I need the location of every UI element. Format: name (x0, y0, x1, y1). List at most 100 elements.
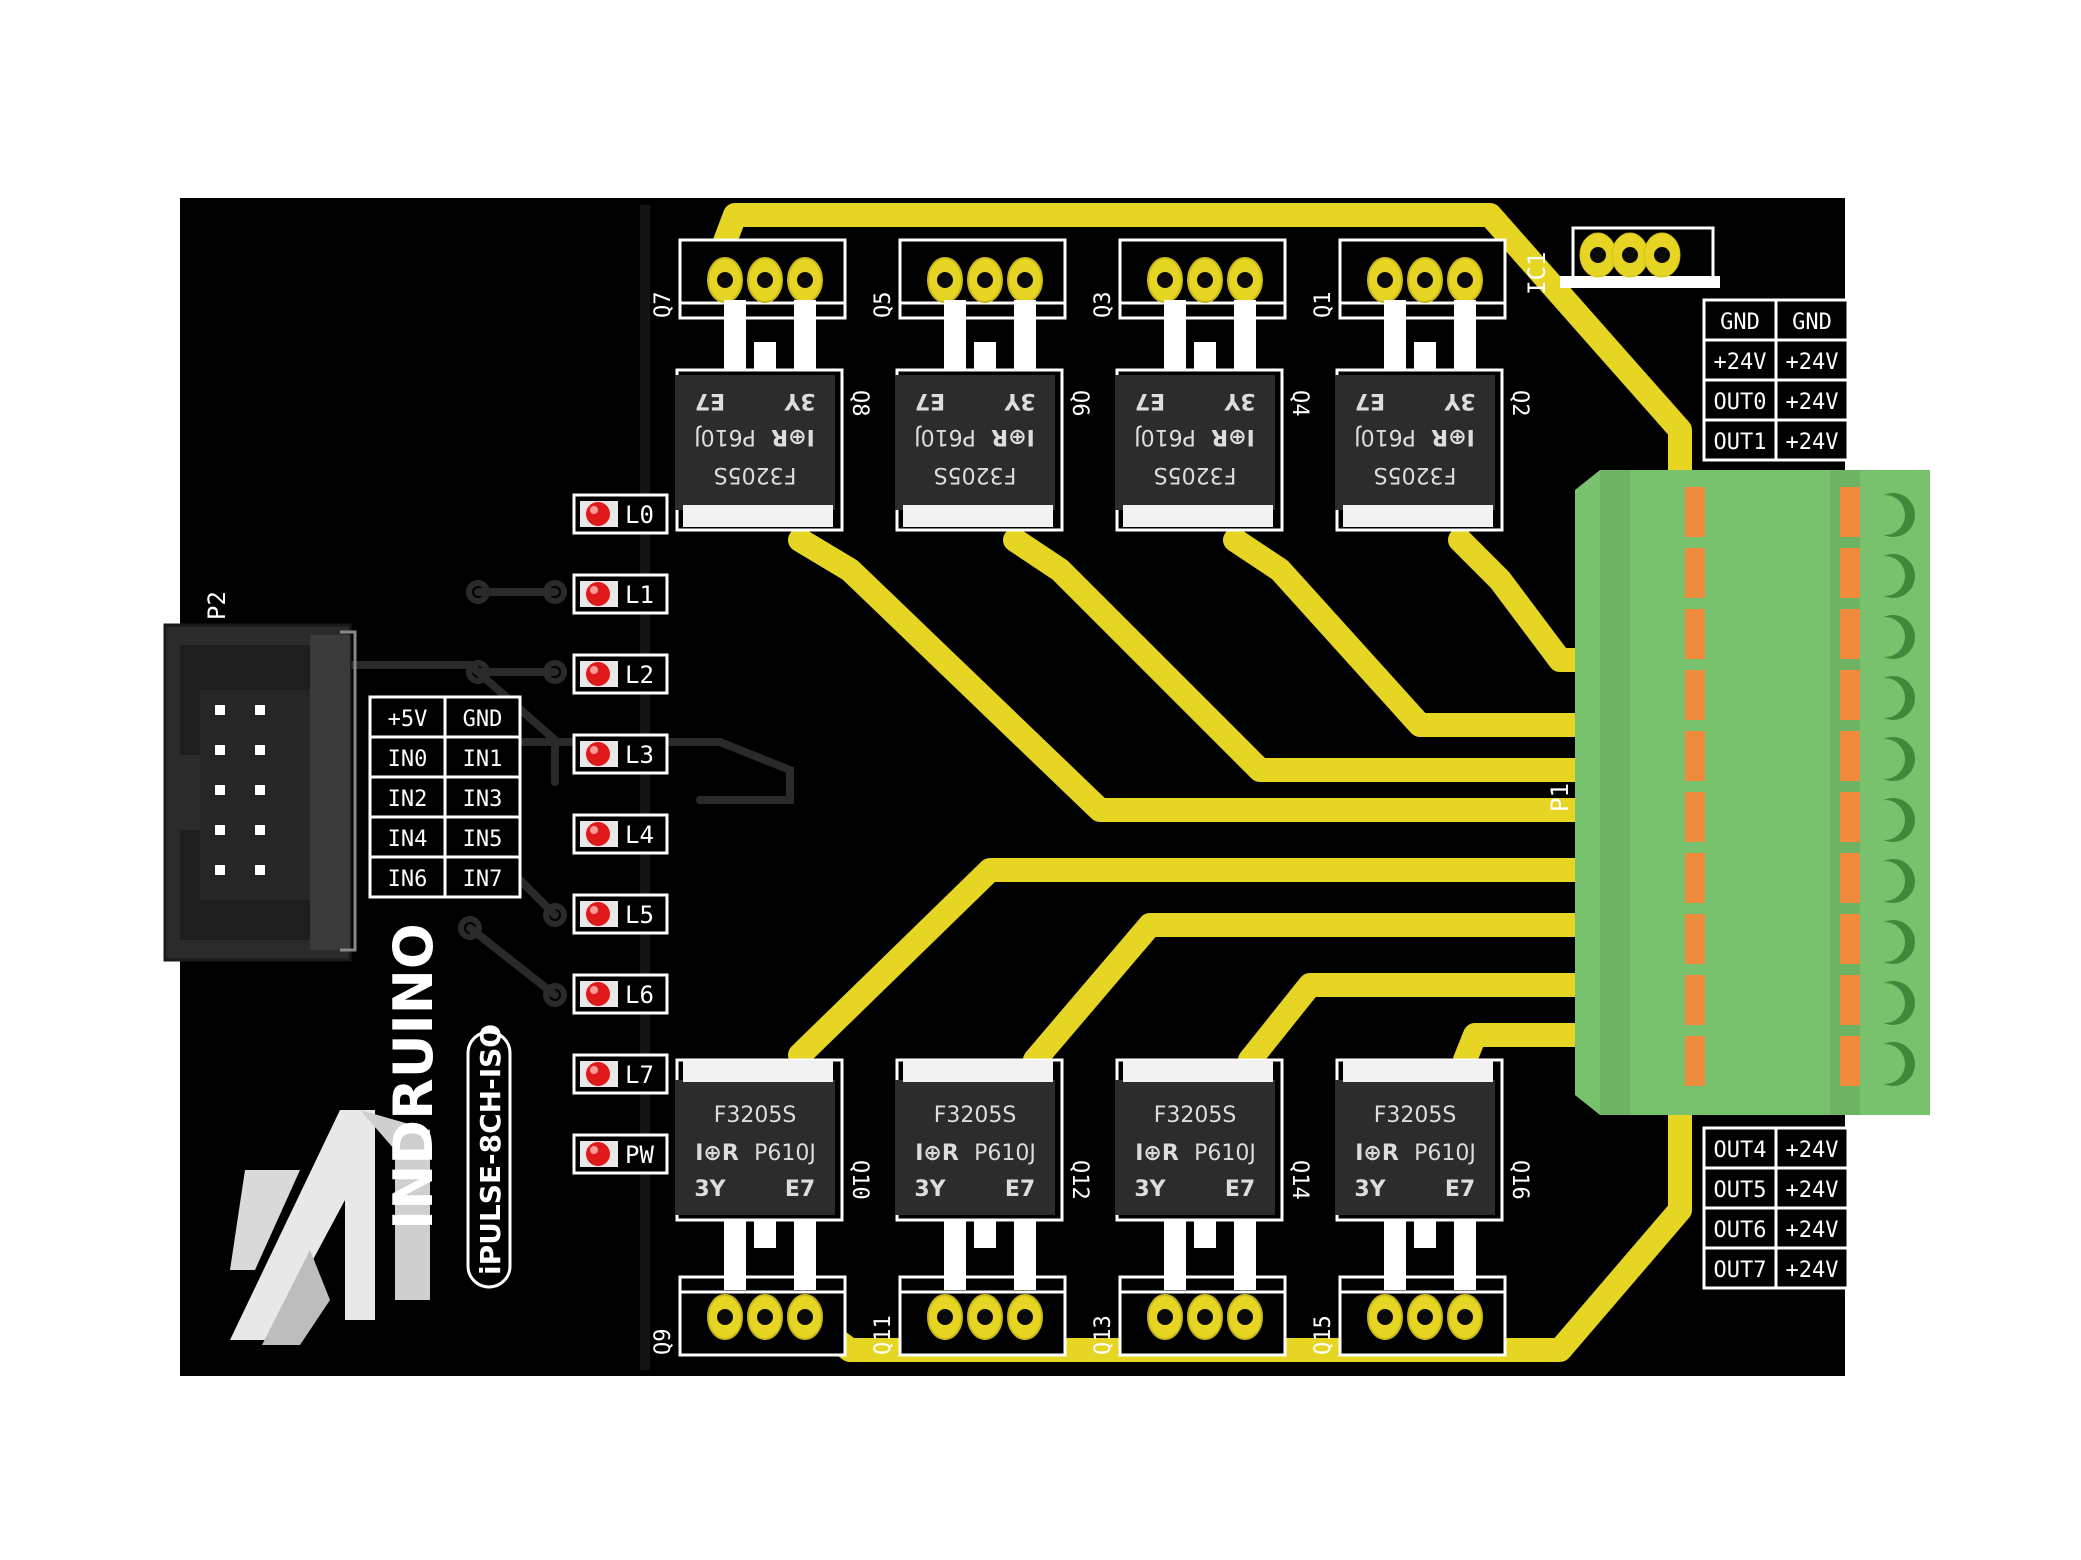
pin-label: IN2 (388, 787, 428, 812)
svg-text:E7: E7 (1445, 1177, 1475, 1202)
svg-text:F3205S: F3205S (1154, 1103, 1237, 1128)
svg-text:P610J: P610J (914, 424, 976, 449)
svg-text:P610J: P610J (1194, 1141, 1256, 1166)
pin-label: +24V (1786, 350, 1839, 375)
svg-text:P610J: P610J (1414, 1141, 1476, 1166)
led-l4: L4 (572, 813, 669, 855)
pin-label: IN5 (463, 827, 503, 852)
svg-text:3Y: 3Y (1223, 388, 1255, 413)
svg-text:I⊕R: I⊕R (915, 1141, 959, 1166)
svg-text:3Y: 3Y (783, 388, 815, 413)
svg-text:P610J: P610J (754, 1141, 816, 1166)
pin-label: IN6 (388, 867, 428, 892)
svg-text:F3205S: F3205S (714, 1103, 797, 1128)
pin-label: +5V (388, 707, 428, 732)
led-label: L2 (625, 661, 654, 689)
pin-label: OUT7 (1714, 1258, 1767, 1283)
svg-text:3Y: 3Y (1134, 1177, 1166, 1202)
led-label: L4 (625, 821, 654, 849)
led-label: L7 (625, 1061, 654, 1089)
mosfet-marking: F3205S I⊕R P610J 3Y E7 (914, 1103, 1036, 1202)
copper-traces (703, 203, 1692, 1362)
pin-label: IN7 (463, 867, 503, 892)
indruino-logo (230, 1110, 430, 1345)
svg-text:E7: E7 (785, 1177, 815, 1202)
pin-label: GND (463, 707, 503, 732)
svg-text:I⊕R: I⊕R (1431, 424, 1475, 449)
mosfet-label: Q6 (1067, 390, 1092, 417)
pin-label: IN4 (388, 827, 428, 852)
led-label: PW (625, 1141, 654, 1169)
led-pw: PW (572, 1133, 669, 1175)
transistor-label: Q5 (871, 292, 896, 319)
svg-text:I⊕R: I⊕R (695, 1141, 739, 1166)
transistor-q15: Q15 (1311, 1275, 1507, 1357)
led-l7: L7 (572, 1053, 669, 1095)
transistor-label: Q9 (651, 1329, 676, 1356)
svg-text:E7: E7 (1225, 1177, 1255, 1202)
svg-text:3Y: 3Y (1354, 1177, 1386, 1202)
svg-text:F3205S: F3205S (934, 462, 1017, 487)
pin-label: +24V (1786, 390, 1839, 415)
svg-text:E7: E7 (915, 388, 945, 413)
transistor-label: Q1 (1311, 292, 1336, 319)
pin-label: IN1 (463, 747, 503, 772)
transistor-label: Q3 (1091, 292, 1116, 319)
pin-label: OUT1 (1714, 430, 1767, 455)
svg-text:I⊕R: I⊕R (991, 424, 1035, 449)
svg-text:P610J: P610J (1134, 424, 1196, 449)
svg-text:F3205S: F3205S (714, 462, 797, 487)
pin-label: +24V (1786, 430, 1839, 455)
svg-text:F3205S: F3205S (934, 1103, 1017, 1128)
regulator-ic1: IC1 (1523, 226, 1720, 295)
brand-text: INDRUINO (382, 923, 445, 1230)
led-l5: L5 (572, 893, 669, 935)
model-badge: iPULSE-8CH-ISO (466, 1024, 512, 1289)
svg-text:F3205S: F3205S (1374, 462, 1457, 487)
vias (458, 580, 567, 1007)
pin-label: +24V (1786, 1218, 1839, 1243)
model-text: iPULSE-8CH-ISO (474, 1024, 507, 1275)
led-l2: L2 (572, 653, 669, 695)
led-label: L5 (625, 901, 654, 929)
svg-text:3Y: 3Y (914, 1177, 946, 1202)
pin-label: +24V (1786, 1138, 1839, 1163)
p2-label: P2 (203, 591, 231, 620)
transistor-q11: Q11 (871, 1275, 1067, 1357)
led-label: L3 (625, 741, 654, 769)
mosfet-label: Q4 (1287, 390, 1312, 417)
svg-text:E7: E7 (1135, 388, 1165, 413)
pin-label: IN3 (463, 787, 503, 812)
pin-label: OUT0 (1714, 390, 1767, 415)
svg-text:I⊕R: I⊕R (1211, 424, 1255, 449)
svg-text:E7: E7 (1005, 1177, 1035, 1202)
mosfet-label: Q14 (1287, 1160, 1312, 1200)
mosfet-label: Q2 (1507, 390, 1532, 417)
transistor-q7: Q7 (651, 238, 847, 320)
pin-label: OUT5 (1714, 1178, 1767, 1203)
led-label: L0 (625, 501, 654, 529)
svg-text:P610J: P610J (974, 1141, 1036, 1166)
transistor-q5: Q5 (871, 238, 1067, 320)
led-l3: L3 (572, 733, 669, 775)
led-label: L1 (625, 581, 654, 609)
led-l1: L1 (572, 573, 669, 615)
svg-text:P610J: P610J (694, 424, 756, 449)
